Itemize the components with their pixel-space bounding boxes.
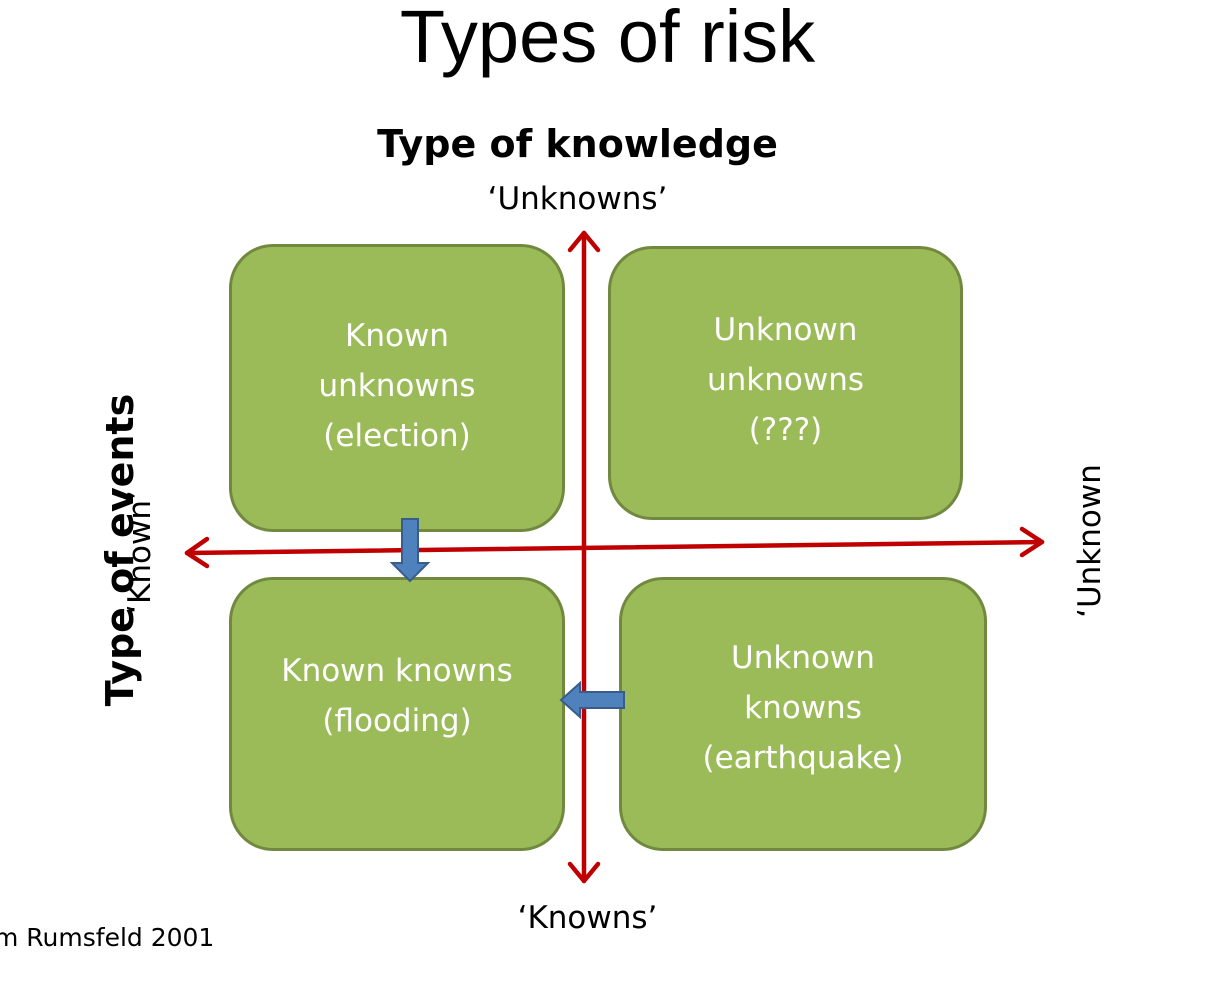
quadrant-known-unknowns: Known unknowns (election): [229, 244, 565, 532]
quadrant-unknown-unknowns: Unknown unknowns (???): [608, 246, 963, 520]
quadrant-unknown-knowns: Unknown knowns (earthquake): [619, 577, 987, 851]
left-flow-arrow: [559, 680, 625, 720]
vertical-axis-top-label: ‘Unknowns’: [487, 181, 668, 217]
down-flow-arrow: [389, 518, 431, 583]
quadrant-unknown-knowns-text: Unknown knowns (earthquake): [702, 640, 904, 776]
vertical-axis-heading: Type of knowledge: [377, 122, 778, 166]
quadrant-known-knowns: Known knowns (flooding): [229, 577, 565, 851]
source-citation: m Rumsfeld 2001: [0, 923, 215, 952]
diagram-title: Types of risk: [399, 0, 816, 78]
quadrant-unknown-unknowns-text: Unknown unknowns (???): [706, 312, 864, 448]
vertical-axis-arrow: [567, 230, 601, 884]
quadrant-known-knowns-text: Known knowns (flooding): [281, 653, 513, 739]
horizontal-axis-arrow: [184, 526, 1045, 569]
vertical-axis-bottom-label: ‘Knowns’: [517, 900, 658, 936]
quadrant-known-unknowns-text: Known unknowns (election): [318, 318, 476, 454]
